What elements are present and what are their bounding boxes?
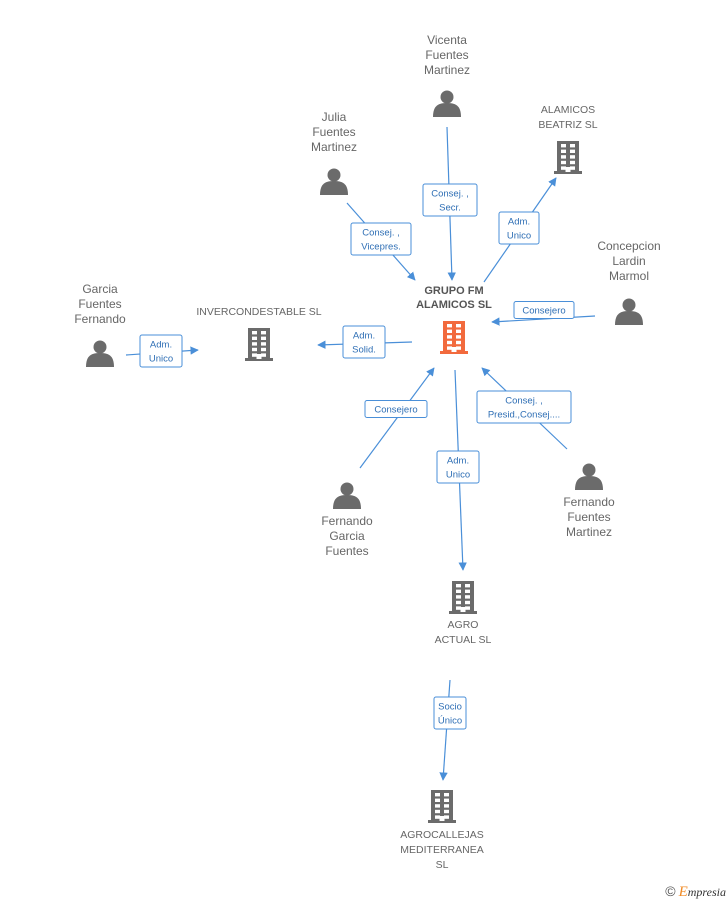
relation-text: Consejero bbox=[374, 405, 417, 416]
alamicos_beatriz-building-icon bbox=[554, 141, 582, 174]
relation-text: Vicepres. bbox=[361, 242, 400, 253]
node-label: MEDITERRANEA bbox=[400, 844, 483, 856]
relation-label-r_ffuentes[interactable]: Consej. , Presid.,Consej.... bbox=[476, 390, 572, 424]
relation-text: Consej. , bbox=[362, 228, 400, 239]
agrocallejas-building-icon bbox=[428, 790, 456, 823]
node-label: BEATRIZ SL bbox=[538, 119, 597, 131]
footer-brand: ©Empresia bbox=[665, 883, 726, 901]
relation-box[interactable] bbox=[422, 183, 478, 217]
node-label: Martinez bbox=[311, 140, 357, 154]
node-label: ACTUAL SL bbox=[435, 634, 492, 646]
relation-label-r_garcia[interactable]: Adm. Unico bbox=[139, 334, 183, 368]
relation-label-r_agro[interactable]: Adm. Unico bbox=[436, 450, 480, 484]
node-label: AGROCALLEJAS bbox=[400, 829, 483, 841]
node-label: Vicenta bbox=[427, 33, 467, 47]
node-label: Garcia bbox=[329, 529, 365, 543]
node-agro_actual[interactable]: AGRO ACTUAL SL bbox=[435, 581, 492, 646]
relation-box[interactable] bbox=[433, 696, 467, 730]
invercondestable-building-icon bbox=[245, 328, 273, 361]
node-label: Garcia bbox=[82, 282, 118, 296]
brand-logo-letter: E bbox=[678, 884, 688, 900]
relation-text: Consej. , bbox=[505, 396, 543, 407]
node-label: Fernando bbox=[321, 514, 373, 528]
vicenta-person-icon bbox=[433, 90, 461, 117]
node-alamicos_beatriz[interactable]: ALAMICOS BEATRIZ SL bbox=[538, 104, 598, 174]
node-label: AGRO bbox=[448, 619, 479, 631]
node-label: Fuentes bbox=[425, 48, 468, 62]
relation-box[interactable] bbox=[436, 450, 480, 484]
node-invercondestable[interactable]: INVERCONDESTABLE SL bbox=[196, 306, 322, 361]
node-label: ALAMICOS bbox=[541, 104, 595, 116]
main-company-label: GRUPO FM bbox=[424, 285, 483, 297]
main-company-label: ALAMICOS SL bbox=[416, 299, 492, 311]
relation-text: Único bbox=[438, 716, 462, 727]
edge-r_agrocallejas bbox=[439, 679, 451, 781]
relation-text: Unico bbox=[446, 470, 470, 481]
copyright-symbol: © bbox=[665, 883, 676, 899]
relation-box[interactable] bbox=[342, 325, 386, 359]
relation-text: Unico bbox=[507, 231, 531, 242]
node-label: Martinez bbox=[424, 63, 470, 77]
node-label: Concepcion bbox=[597, 239, 660, 253]
relation-text: Adm. bbox=[353, 331, 375, 342]
node-main-company[interactable]: GRUPO FM ALAMICOS SL bbox=[416, 285, 492, 354]
fernando_garcia-person-icon bbox=[333, 482, 361, 509]
relation-text: Adm. bbox=[150, 340, 172, 351]
relation-text: Solid. bbox=[352, 345, 376, 356]
node-label: Lardin bbox=[612, 254, 645, 268]
relation-text: Adm. bbox=[508, 217, 530, 228]
relation-label-r_concepcion[interactable]: Consejero bbox=[513, 301, 575, 319]
node-label: Fuentes bbox=[312, 125, 355, 139]
node-label: Fuentes bbox=[567, 510, 610, 524]
relation-box[interactable] bbox=[476, 390, 572, 424]
relation-text: Consej. , bbox=[431, 189, 469, 200]
julia-person-icon bbox=[320, 168, 348, 195]
relation-box[interactable] bbox=[139, 334, 183, 368]
node-label: Marmol bbox=[609, 269, 649, 283]
relation-box[interactable] bbox=[513, 301, 575, 319]
brand-logo-text: mpresia bbox=[687, 885, 726, 899]
relation-text: Presid.,Consej.... bbox=[488, 410, 560, 421]
node-label: INVERCONDESTABLE SL bbox=[196, 306, 321, 318]
relation-text: Secr. bbox=[439, 203, 461, 214]
relation-text: Socio bbox=[438, 702, 462, 713]
relation-label-r_vicenta[interactable]: Consej. , Secr. bbox=[422, 183, 478, 217]
relation-box[interactable] bbox=[498, 211, 540, 245]
node-label: Fuentes bbox=[78, 297, 121, 311]
relation-label-r_beatriz[interactable]: Adm. Unico bbox=[498, 211, 540, 245]
node-label: Fuentes bbox=[325, 544, 368, 558]
concepcion-person-icon bbox=[615, 298, 643, 325]
relation-label-r_fgarcia[interactable]: Consejero bbox=[364, 400, 428, 418]
node-label: Martinez bbox=[566, 525, 612, 539]
relation-label-r_julia[interactable]: Consej. , Vicepres. bbox=[350, 222, 412, 256]
garcia_fernando-person-icon bbox=[86, 340, 114, 367]
agro_actual-building-icon bbox=[449, 581, 477, 614]
relation-text: Unico bbox=[149, 354, 173, 365]
relation-box[interactable] bbox=[364, 400, 428, 418]
relation-box[interactable] bbox=[350, 222, 412, 256]
node-label: Fernando bbox=[563, 495, 615, 509]
main-company-building-icon bbox=[440, 321, 468, 354]
node-label: Julia bbox=[322, 110, 347, 124]
fernando_fuentes-person-icon bbox=[575, 463, 603, 490]
node-label: SL bbox=[436, 859, 449, 871]
relation-text: Consejero bbox=[522, 306, 565, 317]
node-label: Fernando bbox=[74, 312, 126, 326]
relation-text: Adm. bbox=[447, 456, 469, 467]
node-agrocallejas[interactable]: AGROCALLEJAS MEDITERRANEA SL bbox=[400, 790, 484, 871]
relation-label-r_inver[interactable]: Adm. Solid. bbox=[342, 325, 386, 359]
